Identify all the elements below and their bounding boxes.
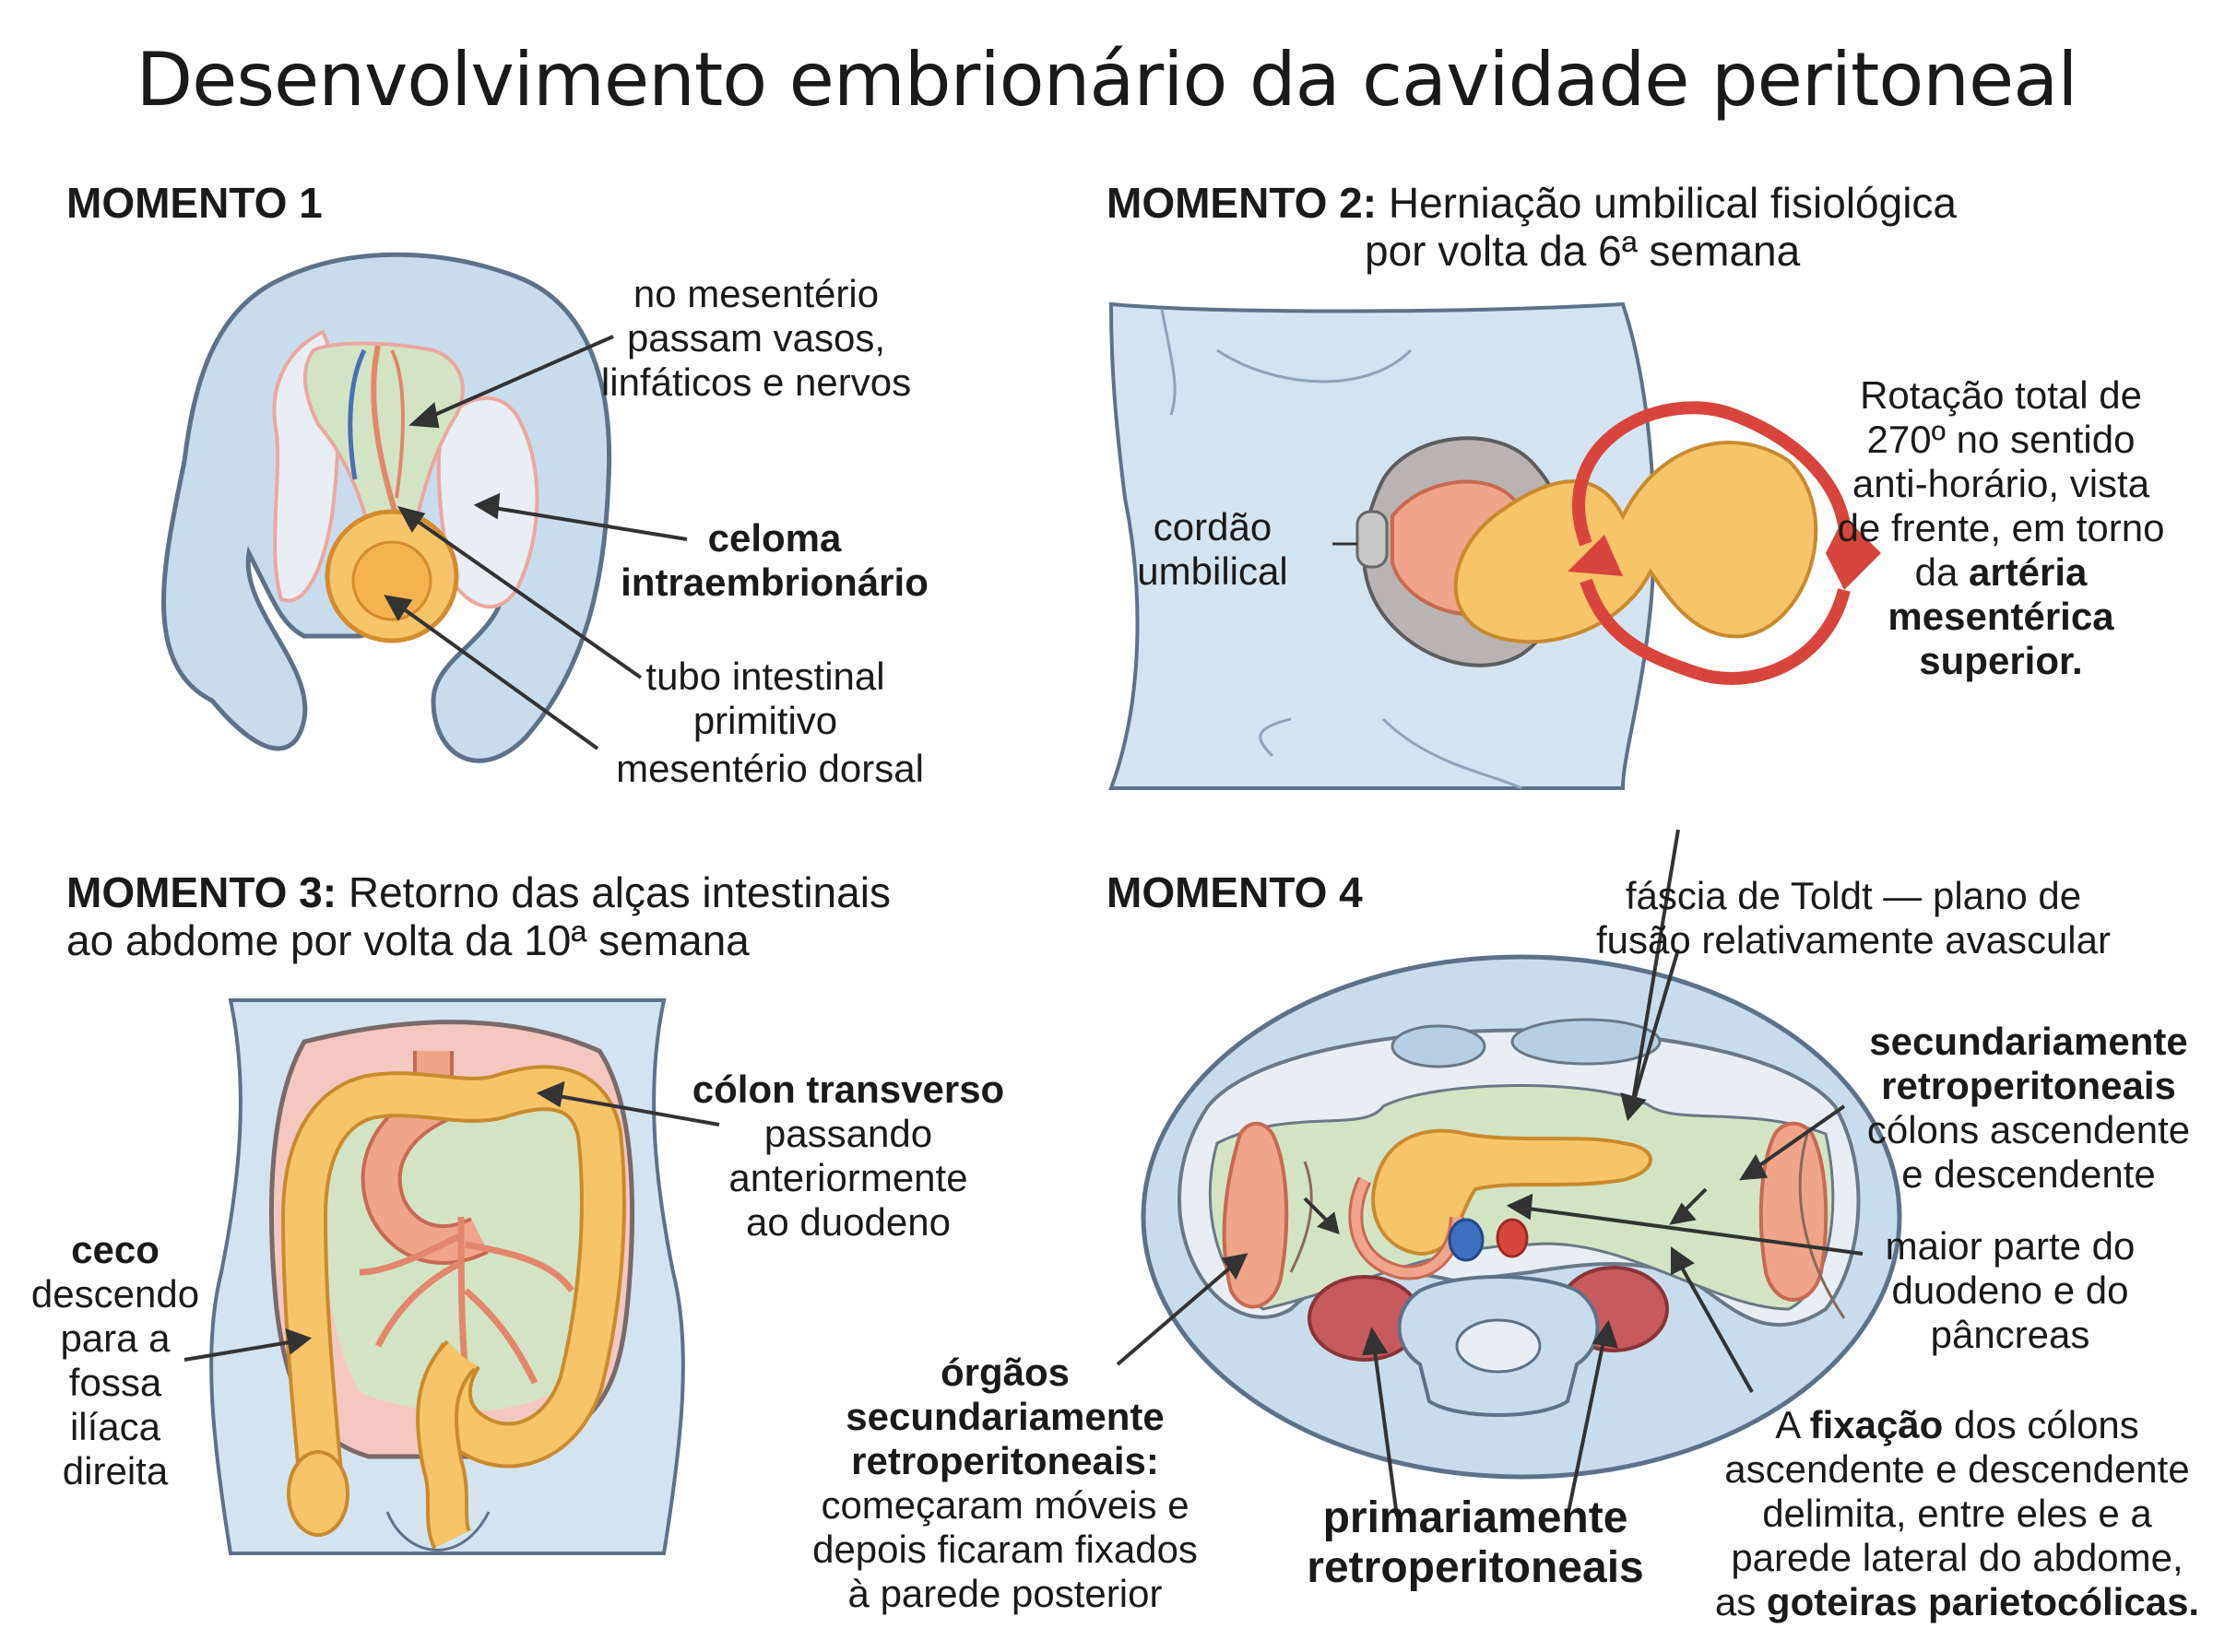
m3-cecum — [287, 1450, 349, 1537]
m4-label-primary-retro: primariamente retroperitoneais — [1307, 1493, 1644, 1592]
m4-label-toldt-fascia: fáscia de Toldt — plano de fusão relativ… — [1596, 874, 2111, 962]
m2-heading: MOMENTO 2: Herniação umbilical fisiológi… — [1106, 179, 1958, 227]
panel-momento-1: MOMENTO 1 no mesentério passam vaso — [0, 0, 1106, 830]
m4-label-paracolic-gutters: A fixação dos cólons ascendente e descen… — [1714, 1403, 2200, 1623]
m1-label-coelom: celoma intraembrionário — [621, 516, 929, 604]
m2-label-umbilical-cord: cordão umbilical — [1137, 505, 1288, 593]
m4-ivc — [1448, 1218, 1485, 1262]
m1-label-gut-tube: tubo intestinal primitivo — [645, 655, 885, 742]
m4-label-secondary-organs: órgãos secundariamente retroperitoneais:… — [812, 1351, 1198, 1615]
m2-rotation-arrow — [1572, 401, 1852, 555]
m4-descending-colon — [1758, 1121, 1828, 1302]
m1-mesentery — [302, 341, 465, 533]
m4-transverse-section-illustration — [1116, 829, 1902, 1517]
m2-label-rotation: Rotação total de 270º no sentido anti-ho… — [1837, 373, 2165, 682]
m4-aorta — [1496, 1218, 1529, 1258]
page-title: Desenvolvimento embrionário da cavidade … — [136, 37, 2078, 123]
m4-pancreas — [1371, 1128, 1652, 1257]
m2-umbilical-herniation-illustration — [1108, 301, 1881, 790]
m3-heading: MOMENTO 3: Retorno das alças intestinais — [66, 868, 891, 916]
m3-abdomen-intestines-illustration — [183, 998, 720, 1555]
m3-label-transverse-colon: cólon transverso passando anteriormente … — [692, 1068, 1005, 1244]
m2-heading-line2: por volta da 6ª semana — [1365, 227, 1801, 275]
m3-label-cecum: ceco descendo para a fossa ilíaca direit… — [30, 1228, 200, 1493]
panel-momento-4: MOMENTO 4 — [812, 829, 2213, 1652]
m3-heading-line2: ao abdome por volta da 10ª semana — [66, 916, 750, 964]
panel-momento-2: MOMENTO 2: Herniação umbilical fisiológi… — [1106, 0, 2213, 830]
m1-heading: MOMENTO 1 — [66, 179, 323, 227]
m4-heading: MOMENTO 4 — [1106, 868, 1363, 916]
m4-label-duodenum-pancreas: maior parte do duodeno e do pâncreas — [1885, 1224, 2136, 1356]
m2-intestinal-loop-yellow — [1453, 441, 1818, 644]
panel-momento-3: MOMENTO 3: Retorno das alças intestinais… — [0, 830, 1106, 1652]
m1-label-vessels: no mesentério passam vasos, linfáticos e… — [600, 272, 912, 404]
m2-umbilical-cord — [1355, 510, 1389, 569]
m1-embryo-cross-section-illustration — [161, 252, 688, 763]
m4-label-secondary-colons: secundariamente retroperitoneais cólons … — [1866, 1020, 2191, 1196]
m1-label-dorsal-mesentery: mesentério dorsal — [616, 747, 924, 790]
